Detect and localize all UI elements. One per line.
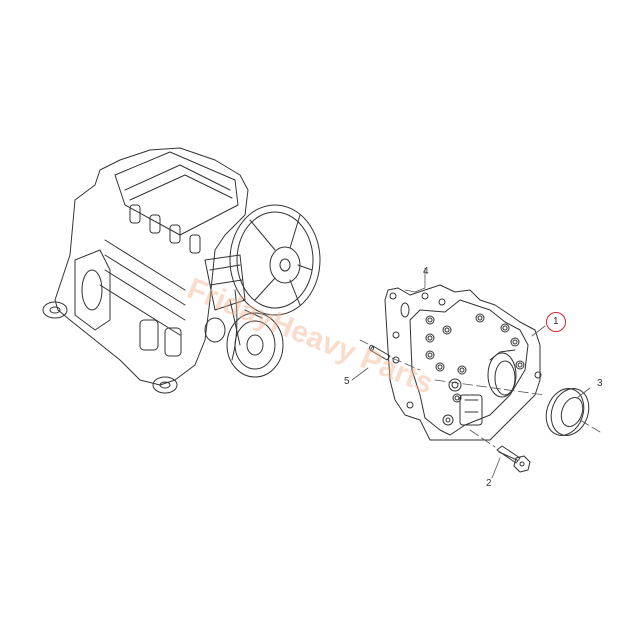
callout-4[interactable]: 4 <box>423 266 429 277</box>
oil-seal-part-3 <box>545 388 590 436</box>
callout-2[interactable]: 2 <box>486 478 492 489</box>
leader-1 <box>531 325 546 337</box>
housing-part-1 <box>409 299 529 436</box>
leader-2 <box>491 457 501 479</box>
leader-5 <box>351 367 369 381</box>
engine-assembly <box>42 147 321 394</box>
leader-4 <box>404 267 426 293</box>
callout-1[interactable]: 1 <box>553 316 559 327</box>
callout-3[interactable]: 3 <box>597 378 603 389</box>
dowel-pin-part-5 <box>369 345 391 361</box>
gasket-part-4 <box>384 284 542 441</box>
leader-3 <box>576 387 591 399</box>
callout-5[interactable]: 5 <box>344 376 350 387</box>
bolt-part-2 <box>496 445 531 473</box>
highlight-ring-part-1 <box>546 312 566 332</box>
